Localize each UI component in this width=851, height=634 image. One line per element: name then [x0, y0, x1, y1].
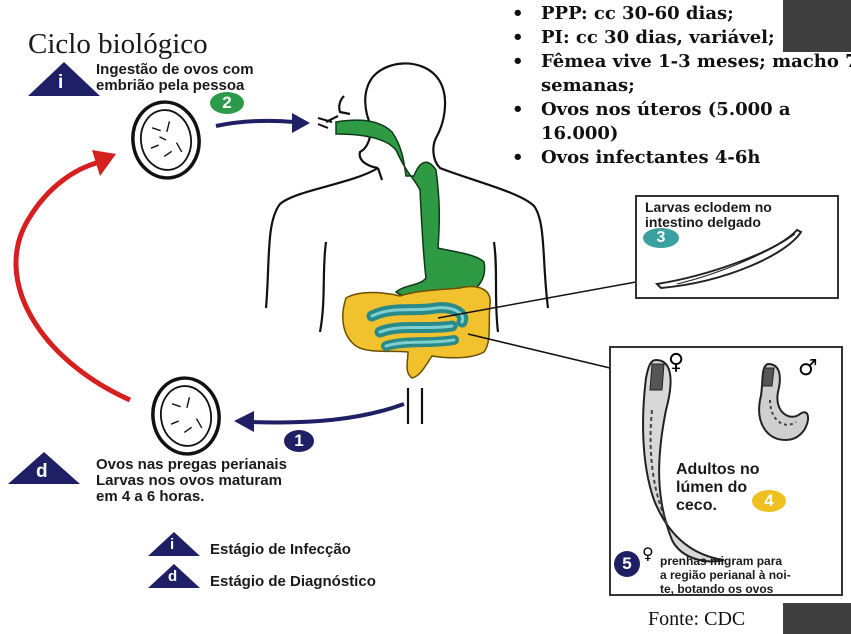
- bullet-icon: •: [512, 51, 524, 72]
- legend-infection-badge: [148, 532, 200, 556]
- bullet-icon: •: [512, 27, 524, 48]
- step-5-badge: 5: [614, 551, 640, 577]
- step-3-badge: 3: [643, 228, 679, 248]
- adults-label-line-2: lúmen do: [676, 479, 748, 496]
- female-symbol-icon: ♀: [668, 350, 685, 375]
- slide-title: Ciclo biológico: [28, 28, 208, 60]
- fact-item: • Ovos infectantes 4-6h: [510, 146, 851, 170]
- bullet-icon: •: [512, 3, 524, 24]
- egg-embryonated-icon: [131, 100, 201, 180]
- bullet-icon: •: [512, 99, 524, 120]
- adults-label-line-1: Adultos no: [676, 461, 760, 478]
- migration-label-line-2: a região perianal à noi-: [660, 568, 791, 582]
- arrow-egg-deposit: [234, 402, 405, 432]
- perianal-label-line-2: Larvas nos ovos maturam: [96, 472, 282, 489]
- pointer-line-larvae: [437, 281, 637, 319]
- mouth-mark: [317, 117, 333, 129]
- migration-label-line-3: te, botando os ovos: [660, 582, 774, 596]
- ingestion-label-line-2: embrião pela pessoa: [96, 77, 245, 94]
- male-symbol-icon: ♂: [798, 356, 818, 381]
- egg-perianal-icon: [151, 376, 221, 456]
- female-symbol-small-icon: ♀: [642, 544, 654, 563]
- fact-item: • PPP: cc 30-60 dias;: [510, 2, 851, 26]
- fact-text: PPP: cc 30-60 dias;: [541, 3, 734, 24]
- pointer-line-adults: [467, 333, 611, 369]
- step-1-badge: 1: [284, 430, 314, 452]
- step-2-badge: 2: [210, 92, 244, 114]
- facts-list: • PPP: cc 30-60 dias; • PI: cc 30 dias, va…: [510, 2, 851, 170]
- diagnostic-stage-badge: [8, 452, 80, 484]
- perianal-label-line-3: em 4 a 6 horas.: [96, 488, 205, 505]
- legend-diagnostic-letter: d: [168, 568, 178, 585]
- fact-text: Ovos nos úteros (5.000 a 16.000): [541, 99, 791, 144]
- fact-text: Fêmea vive 1-3 meses; macho 7 semanas;: [541, 51, 851, 96]
- larva-icon: [654, 228, 803, 290]
- ingestion-label: Ingestão de ovos com embrião pela pessoa: [96, 62, 254, 94]
- fact-item: • Fêmea vive 1-3 meses; macho 7 semanas;: [510, 50, 851, 98]
- step-4-badge: 4: [752, 490, 786, 512]
- adults-label: Adultos no lúmen do ceco.: [676, 461, 760, 515]
- decorative-bar-bottom: [783, 603, 851, 634]
- small-intestine: [366, 302, 469, 351]
- female-worm-icon: [642, 358, 725, 563]
- larvae-label-line-1: Larvas eclodem no: [645, 199, 772, 215]
- ingestion-label-line-1: Ingestão de ovos com: [96, 61, 254, 78]
- larvae-label-line-2: intestino delgado: [645, 214, 761, 230]
- decorative-bar-top: [783, 0, 851, 52]
- male-worm-icon: [758, 362, 809, 442]
- fact-item: • PI: cc 30 dias, variável;: [510, 26, 851, 50]
- fact-item: • Ovos nos úteros (5.000 a 16.000): [510, 98, 851, 146]
- arrow-autoinfection: [13, 150, 132, 403]
- legend-infection-label: Estágio de Infecção: [210, 541, 351, 558]
- infection-stage-badge: [28, 62, 100, 96]
- larvae-label: Larvas eclodem no intestino delgado: [645, 200, 772, 230]
- infection-badge-letter: i: [58, 72, 64, 93]
- fact-text: PI: cc 30 dias, variável;: [541, 27, 775, 48]
- legend-infection-letter: i: [170, 536, 175, 553]
- diagnostic-badge-letter: d: [36, 461, 48, 482]
- arrow-ingestion: [215, 113, 310, 133]
- fact-text: Ovos infectantes 4-6h: [541, 147, 761, 168]
- migration-label: prenhas migram para a região perianal à …: [660, 554, 791, 596]
- bullet-icon: •: [512, 147, 524, 168]
- source-credit: Fonte: CDC: [648, 608, 746, 630]
- legend-diagnostic-badge: [148, 564, 200, 588]
- migration-label-line-1: prenhas migram para: [660, 554, 783, 568]
- perianal-label: Ovos nas pregas perianais Larvas nos ovo…: [96, 457, 287, 505]
- esophagus-stomach: [335, 119, 486, 302]
- legend-diagnostic-label: Estágio de Diagnóstico: [210, 573, 376, 590]
- adults-label-line-3: ceco.: [676, 497, 717, 514]
- perianal-label-line-1: Ovos nas pregas perianais: [96, 456, 287, 473]
